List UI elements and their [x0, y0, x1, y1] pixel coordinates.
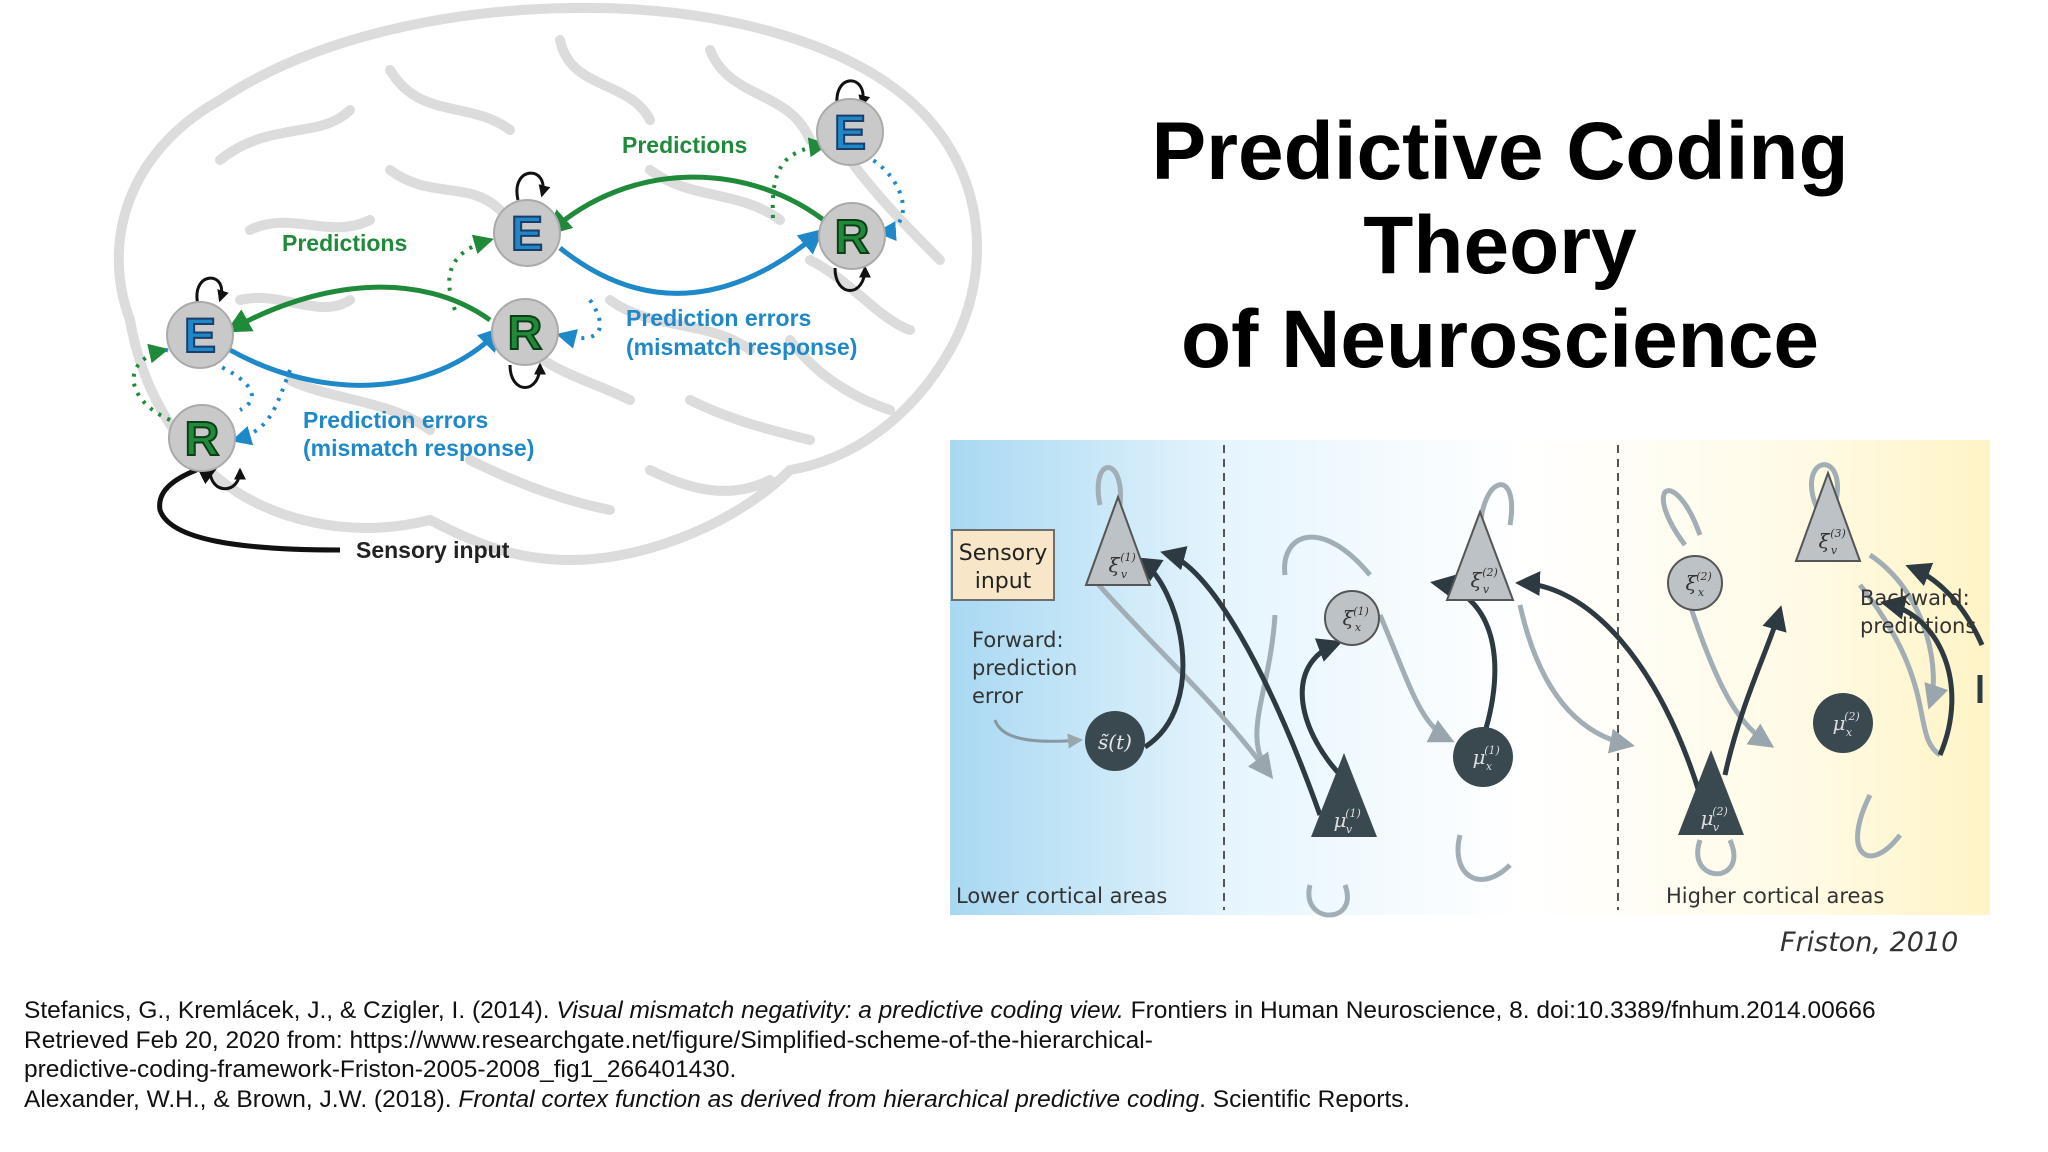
error-dotted-arrows — [164, 153, 905, 446]
backward-label-1: Backward: — [1860, 586, 1970, 610]
svg-text:x: x — [1355, 621, 1362, 634]
sensory-input-text-1: Sensory — [959, 541, 1047, 566]
sensory-input-text-2: input — [975, 569, 1032, 594]
ref1-title: Visual mismatch negativity: a predictive… — [556, 997, 1124, 1024]
friston-diagram: Sensory input Forward: prediction error … — [950, 440, 1990, 918]
mismatch-label-lower: (mismatch response) — [303, 435, 534, 461]
sensory-input-box: Sensory input — [951, 529, 1055, 601]
self-loops — [195, 79, 871, 491]
svg-text:(2): (2) — [1712, 805, 1728, 818]
svg-text:(1): (1) — [1345, 807, 1361, 820]
svg-text:v: v — [1483, 583, 1490, 596]
node-xi-v3: ξ (3) v — [1794, 470, 1862, 562]
svg-text:ξ: ξ — [1685, 571, 1697, 595]
references: Stefanics, G., Kremlácek, J., & Czigler,… — [24, 996, 2024, 1114]
reference-1: Stefanics, G., Kremlácek, J., & Czigler,… — [24, 996, 2024, 1026]
title-line-1: Predictive Coding Theory — [1151, 106, 1849, 291]
forward-label-2: prediction — [972, 656, 1077, 680]
ref1-journal: Frontiers in Human Neuroscience, 8. doi:… — [1123, 997, 1876, 1024]
svg-text:(3): (3) — [1830, 527, 1846, 540]
higher-cortical-areas-label: Higher cortical areas — [1666, 884, 1884, 908]
svg-text:μ: μ — [1334, 808, 1347, 832]
node-r-middle: R — [491, 298, 559, 366]
ref1-authors: Stefanics, G., Kremlácek, J., & Czigler,… — [24, 997, 557, 1024]
svg-text:(1): (1) — [1120, 551, 1136, 564]
svg-text:E: E — [511, 208, 543, 261]
svg-text:R: R — [835, 211, 870, 264]
node-xi-x1: ξ (1) x — [1324, 590, 1380, 646]
svg-text:R: R — [508, 307, 543, 360]
brain-diagram: E R E R E R Predictions Predictions Pred… — [113, 2, 982, 566]
predictions-label-upper: Predictions — [622, 132, 747, 158]
ref3-authors: Alexander, W.H., & Brown, J.W. (2018). — [24, 1085, 459, 1113]
node-mu-x2: μ (2) x — [1813, 693, 1873, 753]
svg-text:x: x — [1846, 726, 1853, 739]
svg-text:ξ: ξ — [1108, 553, 1120, 577]
reference-2-line-2: predictive-coding-framework-Friston-2005… — [24, 1056, 737, 1083]
svg-text:ξ: ξ — [1818, 529, 1830, 553]
svg-text:(2): (2) — [1482, 566, 1498, 579]
node-xi-x2: ξ (2) x — [1667, 555, 1723, 611]
slide-title: Predictive Coding Theory of Neuroscience — [1010, 105, 1990, 387]
forward-arrow — [993, 719, 1083, 749]
svg-text:μ: μ — [1473, 745, 1486, 769]
node-mu-x1: μ (1) x — [1453, 727, 1513, 787]
node-r-lower: R — [168, 404, 236, 472]
node-mu-v2: μ (2) v — [1678, 750, 1744, 835]
title-line-2: of Neuroscience — [1181, 294, 1819, 385]
forward-label-1: Forward: — [972, 628, 1064, 652]
svg-text:μ: μ — [1833, 711, 1846, 735]
svg-text:(1): (1) — [1484, 744, 1500, 757]
svg-text:ξ: ξ — [1470, 568, 1482, 592]
svg-text:v: v — [1713, 821, 1720, 834]
svg-text:E: E — [184, 310, 216, 363]
error-arrows — [228, 228, 824, 388]
forward-label-3: error — [972, 684, 1023, 708]
brain-outline — [113, 2, 982, 566]
svg-text:(2): (2) — [1696, 570, 1712, 583]
brain-nodes: E R E R E R — [166, 98, 886, 472]
svg-text:R: R — [185, 413, 220, 466]
node-xi-v1: ξ (1) v — [1084, 494, 1152, 586]
node-mu-v1: μ (1) v — [1311, 753, 1377, 837]
reference-2-line-1: Retrieved Feb 20, 2020 from: https://www… — [24, 1026, 1153, 1054]
reference-3: Alexander, W.H., & Brown, J.W. (2018). F… — [24, 1085, 2024, 1115]
ref3-title: Frontal cortex function as derived from … — [458, 1085, 1200, 1113]
lower-cortical-areas-label: Lower cortical areas — [956, 884, 1167, 908]
node-r-upper: R — [818, 202, 886, 270]
node-s-t: s̃(t) — [1085, 711, 1145, 771]
sensory-input-label: Sensory input — [356, 537, 510, 563]
sensory-input-arrow — [157, 457, 341, 553]
svg-text:s̃(t): s̃(t) — [1098, 730, 1132, 754]
prediction-errors-label-upper: Prediction errors — [626, 305, 811, 331]
friston-credit: Friston, 2010 — [1780, 927, 1959, 958]
svg-text:x: x — [1698, 586, 1705, 599]
svg-text:x: x — [1486, 760, 1493, 773]
svg-text:v: v — [1121, 568, 1128, 581]
ref3-journal: . Scientific Reports. — [1199, 1085, 1411, 1113]
prediction-arrows — [225, 174, 832, 333]
svg-text:E: E — [834, 107, 866, 160]
svg-text:(1): (1) — [1353, 605, 1369, 618]
predictions-label-lower: Predictions — [282, 230, 407, 256]
prediction-errors-label-lower: Prediction errors — [303, 407, 488, 433]
node-xi-v2: ξ (2) v — [1445, 509, 1515, 601]
backward-label-2: predictions — [1860, 614, 1976, 638]
mismatch-label-upper: (mismatch response) — [626, 334, 857, 360]
svg-text:ξ: ξ — [1342, 606, 1354, 630]
svg-text:v: v — [1831, 544, 1838, 557]
prediction-dotted-arrows — [131, 137, 829, 422]
node-e-middle: E — [493, 199, 561, 267]
node-e-upper: E — [816, 98, 884, 166]
svg-text:v: v — [1346, 823, 1353, 836]
svg-text:μ: μ — [1701, 806, 1714, 830]
svg-text:(2): (2) — [1844, 710, 1860, 723]
node-e-lower: E — [166, 301, 234, 369]
